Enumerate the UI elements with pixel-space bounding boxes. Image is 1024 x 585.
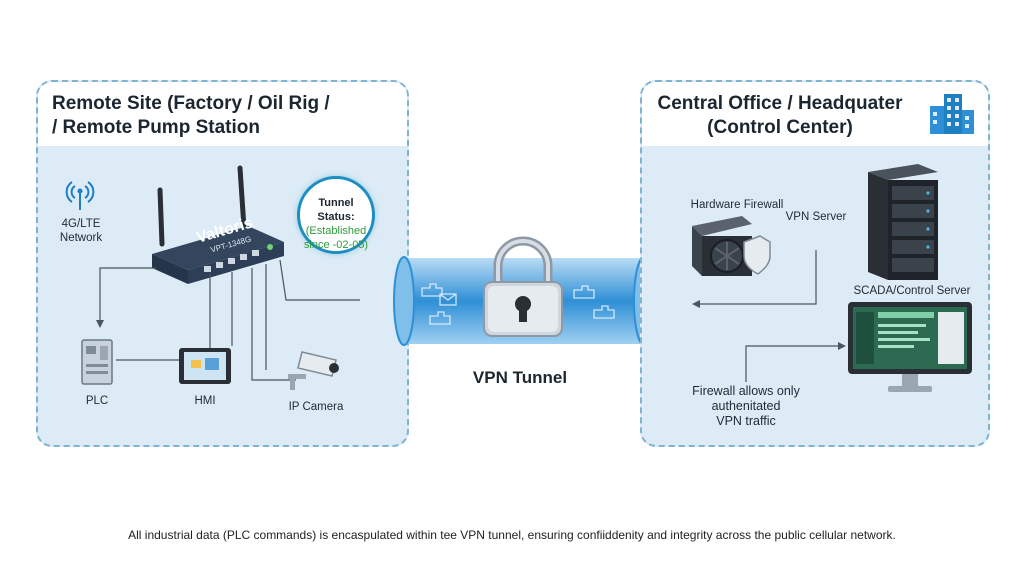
vpn-tunnel-label: VPN Tunnel (472, 368, 568, 387)
ip-camera-label: IP Camera (288, 401, 344, 413)
firewall-label: Hardware Firewall (690, 199, 784, 211)
ip-camera-icon (288, 351, 339, 390)
signal-tower-icon (65, 181, 95, 210)
vpn-server-label: VPN Server (785, 211, 847, 223)
tunnel-status-badge: Tunnel Status: (Established since -02-05… (297, 176, 375, 254)
tunnel-status-line1: (Established (305, 225, 367, 237)
remote-site-header (38, 82, 407, 146)
remote-site-title-line2: / Remote Pump Station (52, 117, 260, 138)
firewall-note-line1: Firewall allows only (692, 384, 800, 398)
plc-icon (81, 339, 113, 385)
hardware-firewall-icon (692, 216, 771, 276)
server-rack-icon (868, 164, 938, 280)
router-icon (152, 165, 284, 284)
firewall-note-line2: authenitated (711, 399, 781, 413)
network-label-line2: Network (59, 232, 103, 244)
firewall-note-line3: VPN traffic (716, 414, 776, 428)
network-label-line1: 4G/LTE (61, 218, 101, 230)
plc-label: PLC (85, 395, 109, 407)
building-icon (930, 94, 974, 134)
central-office-title-line1: Central Office / Headquater (657, 93, 903, 114)
footer-caption: All industrial data (PLC commands) is en… (128, 528, 896, 542)
hmi-icon (179, 348, 231, 384)
central-office-title-line2: (Control Center) (707, 117, 853, 138)
scada-monitor-icon (848, 302, 972, 392)
padlock-icon (483, 236, 563, 337)
hmi-label: HMI (194, 395, 216, 407)
tunnel-status-title: Tunnel Status: (317, 197, 355, 223)
remote-site-panel (36, 80, 409, 447)
scada-server-label: SCADA/Control Server (853, 285, 971, 297)
remote-site-title-line1: Remote Site (Factory / Oil Rig / (52, 93, 330, 114)
tunnel-status-line2: since -02-05) (303, 239, 369, 251)
central-connection-lines (692, 250, 846, 382)
